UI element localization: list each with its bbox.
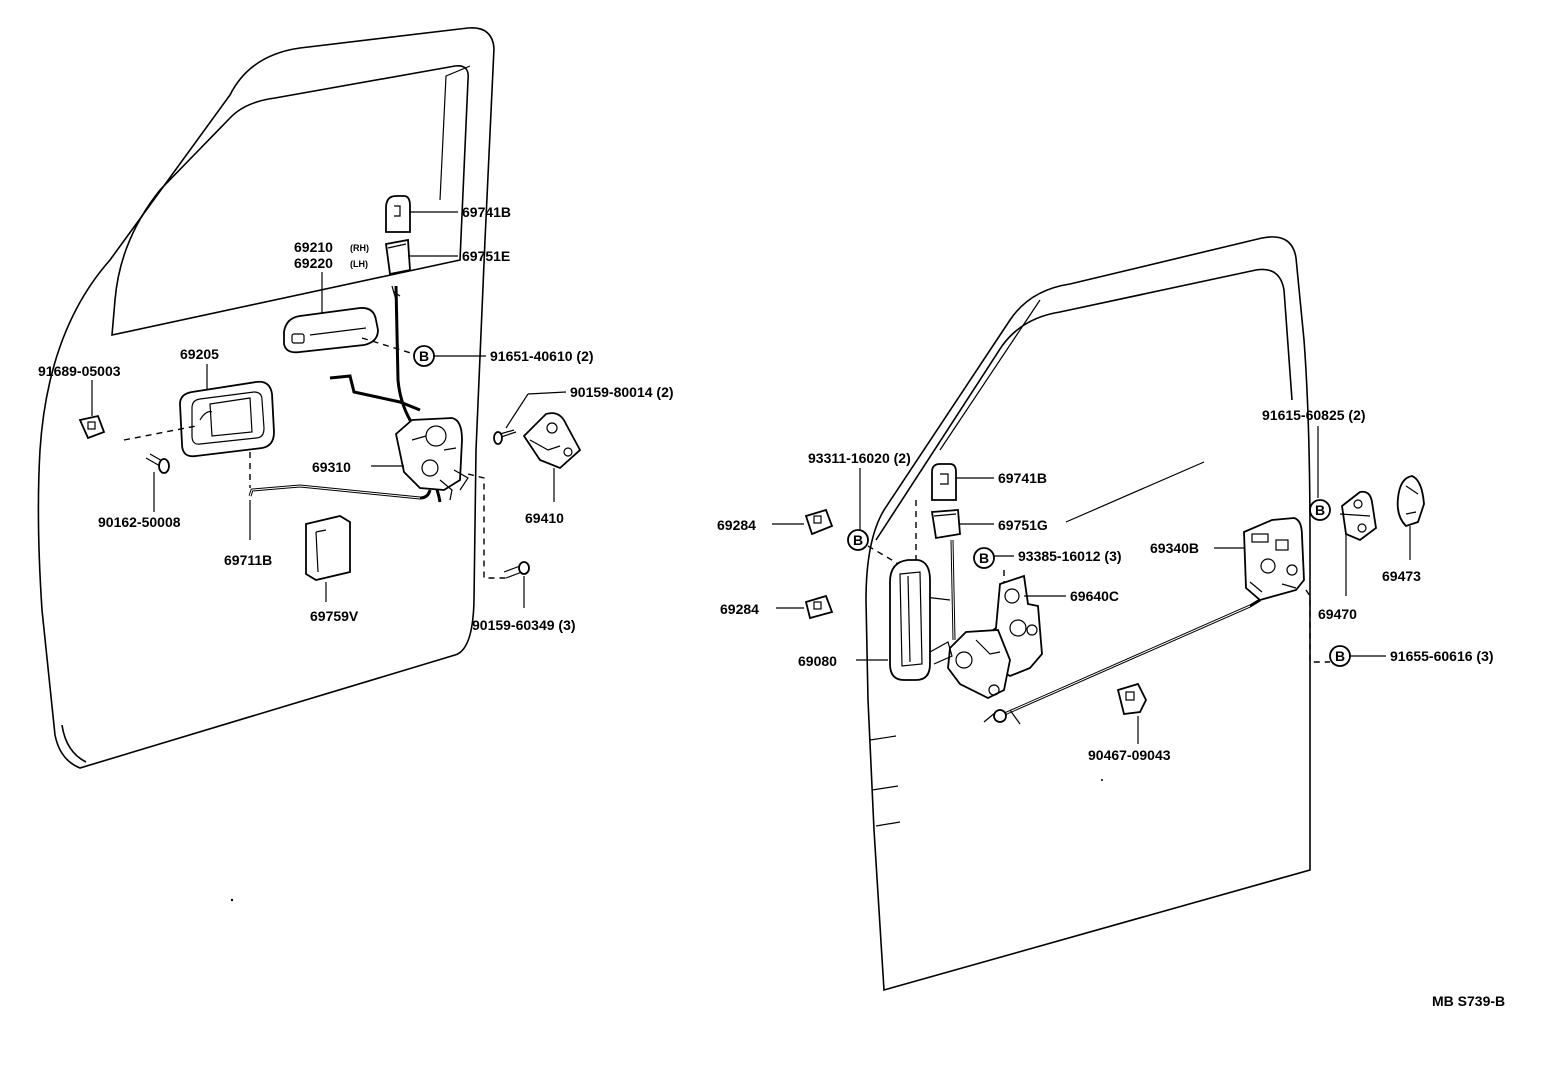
front-door-outline xyxy=(37,27,495,769)
label-69751g: 69751G xyxy=(998,517,1048,533)
front-inside-handle-bezel-69205: 69205 xyxy=(123,346,275,458)
front-knob-bezel-69751e: 69751E xyxy=(384,238,510,276)
front-outside-handle-69210-69220: 69210 (RH) 69220 (LH) xyxy=(283,239,379,354)
ref-mark-b-3: B xyxy=(979,550,989,566)
label-93311: 93311-16020 (2) xyxy=(808,450,911,466)
rear-clip-69284-top: 69284 xyxy=(717,508,834,536)
label-69741b-front: 69741B xyxy=(462,204,511,220)
rear-link-rod xyxy=(983,598,1261,725)
label-69751e: 69751E xyxy=(462,248,510,264)
label-69220-side: (LH) xyxy=(350,259,368,269)
rear-bolt-93385: B 93385-16012 (3) xyxy=(973,547,1122,624)
label-69284-bottom: 69284 xyxy=(720,601,759,617)
label-90162: 90162-50008 xyxy=(98,514,181,530)
rear-knob-bezel-69751g: 69751G xyxy=(915,461,1205,601)
rear-door-lock-69340b: 69340B xyxy=(1150,517,1305,601)
front-cover-69759v: 69759V xyxy=(305,515,359,624)
label-69340b: 69340B xyxy=(1150,540,1199,556)
rear-striker-69470: 91615-60825 (2) B 69470 xyxy=(1262,407,1377,622)
label-69080: 69080 xyxy=(798,653,837,669)
ref-mark-b-4: B xyxy=(1315,502,1325,518)
label-69284-top: 69284 xyxy=(717,517,756,533)
front-striker-69410: 90159-80014 (2) 69410 xyxy=(493,384,674,526)
label-69470: 69470 xyxy=(1318,606,1357,622)
label-69741b-rear: 69741B xyxy=(998,470,1047,486)
rear-bolt-93311: 93311-16020 (2) B xyxy=(808,450,911,567)
front-screw-90162: 90162-50008 xyxy=(98,453,181,530)
front-link-rod-69711b: 69711B xyxy=(224,452,432,568)
front-lock-knob-69741b: 69741B xyxy=(385,195,511,233)
front-door-lock-69310: 69310 xyxy=(312,374,469,501)
label-93385: 93385-16012 (3) xyxy=(1018,548,1122,564)
label-69759v: 69759V xyxy=(310,608,359,624)
label-69220: 69220 xyxy=(294,255,333,271)
ref-mark-b-1: B xyxy=(419,348,429,364)
label-90159-60349: 90159-60349 (3) xyxy=(472,617,576,633)
rear-door-lock-69640c: 69640C xyxy=(947,574,1119,700)
front-screw-90159-60349: 90159-60349 (3) xyxy=(467,473,576,633)
label-90159-80014: 90159-80014 (2) xyxy=(570,384,674,400)
label-69310: 69310 xyxy=(312,459,351,475)
label-91689: 91689-05003 xyxy=(38,363,121,379)
label-69205: 69205 xyxy=(180,346,219,362)
label-69210-side: (RH) xyxy=(350,243,369,253)
rear-clip-69284-bottom: 69284 xyxy=(720,594,834,620)
front-lock-rod xyxy=(391,285,442,503)
rear-clip-90467: 90467-09043 xyxy=(1088,682,1171,763)
label-69640c: 69640C xyxy=(1070,588,1119,604)
label-69210: 69210 xyxy=(294,239,333,255)
rear-lock-knob-69741b: 69741B xyxy=(931,463,1047,501)
label-91655: 91655-60616 (3) xyxy=(1390,648,1494,664)
front-bolt-91651: B 91651-40610 (2) xyxy=(361,337,594,367)
label-90467: 90467-09043 xyxy=(1088,747,1171,763)
label-69473: 69473 xyxy=(1382,568,1421,584)
rear-outside-handle-69080: 69080 xyxy=(798,559,953,681)
front-clip-91689: 91689-05003 xyxy=(38,363,121,440)
label-69410: 69410 xyxy=(525,510,564,526)
rear-door-outline xyxy=(865,236,1311,992)
label-91615: 91615-60825 (2) xyxy=(1262,407,1366,423)
label-69711b: 69711B xyxy=(224,552,272,568)
ref-mark-b-5: B xyxy=(1335,648,1345,664)
label-91651: 91651-40610 (2) xyxy=(490,348,594,364)
drawing-code: MB S739-B xyxy=(1432,993,1505,1009)
rear-bolt-91655: B 91655-60616 (3) xyxy=(1305,589,1494,667)
rear-lock-rod xyxy=(950,539,956,641)
ref-mark-b-2: B xyxy=(853,532,863,548)
rear-shim-69473: 69473 xyxy=(1382,475,1425,584)
